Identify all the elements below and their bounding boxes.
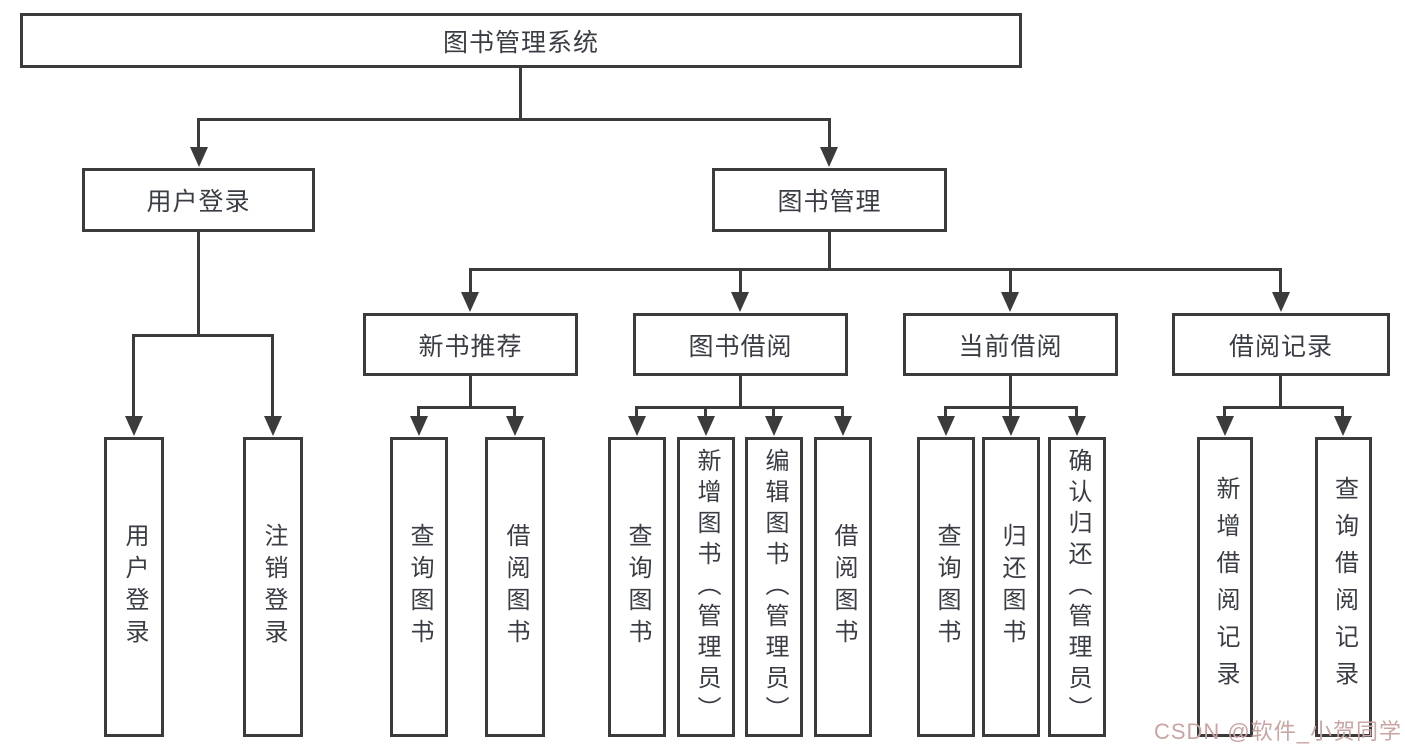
connector-vline [1279, 376, 1282, 408]
node-book-borrow: 图书借阅 [633, 313, 848, 376]
connector-vline [704, 406, 707, 418]
connector-vline [197, 118, 200, 149]
leaf-user-login-label: 用户登录 [121, 523, 148, 651]
arrow-head [264, 416, 282, 436]
leaf-records-query-record: 查询借阅记录 [1315, 437, 1372, 737]
leaf-records-add-record: 新增借阅记录 [1197, 437, 1253, 737]
leaf-borrow-add-book-label: 新增图书（管理员） [693, 447, 720, 727]
connector-hline [197, 118, 831, 121]
node-user-login: 用户登录 [82, 168, 315, 232]
connector-vline [132, 334, 135, 418]
node-new-book-recommend: 新书推荐 [363, 313, 578, 376]
leaf-borrow-edit-book: 编辑图书（管理员） [745, 437, 803, 737]
connector-vline [469, 376, 472, 408]
connector-vline [519, 68, 522, 121]
leaf-records-query-record-label: 查询借阅记录 [1330, 476, 1358, 698]
connector-vline [739, 376, 742, 408]
arrow-head [506, 416, 524, 436]
leaf-current-confirm-return: 确认归还（管理员） [1048, 437, 1106, 737]
connector-vline [1009, 406, 1012, 418]
arrow-head [937, 416, 955, 436]
arrow-head [834, 416, 852, 436]
node-root: 图书管理系统 [20, 13, 1022, 68]
connector-vline [197, 232, 200, 336]
connector-vline [1279, 268, 1282, 294]
arrow-head [820, 147, 838, 167]
connector-vline [772, 406, 775, 418]
arrow-head [765, 416, 783, 436]
leaf-borrow-borrow-book: 借阅图书 [814, 437, 872, 737]
leaf-current-return-book: 归还图书 [982, 437, 1040, 737]
leaf-newbook-borrow-book: 借阅图书 [485, 437, 545, 737]
arrow-head [190, 147, 208, 167]
connector-vline [739, 268, 742, 294]
leaf-records-add-record-label: 新增借阅记录 [1212, 476, 1239, 698]
leaf-borrow-query-book-label: 查询图书 [624, 523, 651, 651]
connector-vline [417, 406, 420, 418]
node-book-management: 图书管理 [712, 168, 947, 232]
arrow-head [1216, 416, 1234, 436]
node-current-borrow: 当前借阅 [903, 313, 1118, 376]
arrow-head [697, 416, 715, 436]
connector-hline [469, 268, 1282, 271]
connector-vline [1341, 406, 1344, 418]
leaf-logout: 注销登录 [243, 437, 303, 737]
arrow-head [1068, 416, 1086, 436]
connector-vline [513, 406, 516, 418]
leaf-current-confirm-return-label: 确认归还（管理员） [1064, 447, 1091, 727]
connector-vline [1009, 268, 1012, 294]
node-user-login-label: 用户登录 [146, 188, 251, 216]
leaf-current-return-book-label: 归还图书 [998, 523, 1025, 651]
node-current-borrow-label: 当前借阅 [958, 332, 1063, 361]
leaf-newbook-query-book-label: 查询图书 [406, 523, 433, 651]
arrow-head [1001, 292, 1019, 312]
leaf-current-query-book-label: 查询图书 [933, 523, 960, 651]
arrow-head [1002, 416, 1020, 436]
arrow-head [461, 292, 479, 312]
leaf-borrow-borrow-book-label: 借阅图书 [830, 523, 857, 651]
connector-vline [635, 406, 638, 418]
connector-vline [1223, 406, 1226, 418]
connector-hline [132, 334, 274, 337]
arrow-head [410, 416, 428, 436]
watermark: CSDN @软件_小贺同学 [1153, 719, 1402, 744]
connector-hline [417, 406, 516, 409]
leaf-user-login: 用户登录 [104, 437, 164, 737]
connector-vline [1009, 376, 1012, 408]
leaf-borrow-query-book: 查询图书 [608, 437, 666, 737]
leaf-borrow-edit-book-label: 编辑图书（管理员） [761, 447, 788, 727]
arrow-head [628, 416, 646, 436]
connector-hline [1223, 406, 1344, 409]
arrow-head [1334, 416, 1352, 436]
node-book-borrow-label: 图书借阅 [688, 332, 793, 361]
arrow-head [1272, 292, 1290, 312]
node-borrow-records: 借阅记录 [1172, 313, 1390, 376]
leaf-borrow-add-book: 新增图书（管理员） [677, 437, 735, 737]
leaf-newbook-query-book: 查询图书 [390, 437, 448, 737]
arrow-head [125, 416, 143, 436]
node-root-label: 图书管理系统 [442, 28, 599, 57]
connector-vline [271, 334, 274, 418]
node-new-book-recommend-label: 新书推荐 [418, 332, 523, 361]
connector-vline [1075, 406, 1078, 418]
connector-vline [828, 118, 831, 149]
connector-vline [841, 406, 844, 418]
connector-vline [944, 406, 947, 418]
leaf-logout-label: 注销登录 [260, 523, 287, 651]
arrow-head [731, 292, 749, 312]
leaf-current-query-book: 查询图书 [917, 437, 975, 737]
connector-vline [828, 232, 831, 270]
node-borrow-records-label: 借阅记录 [1228, 332, 1333, 361]
node-book-management-label: 图书管理 [777, 188, 882, 216]
connector-vline [469, 268, 472, 294]
leaf-newbook-borrow-book-label: 借阅图书 [502, 523, 529, 651]
